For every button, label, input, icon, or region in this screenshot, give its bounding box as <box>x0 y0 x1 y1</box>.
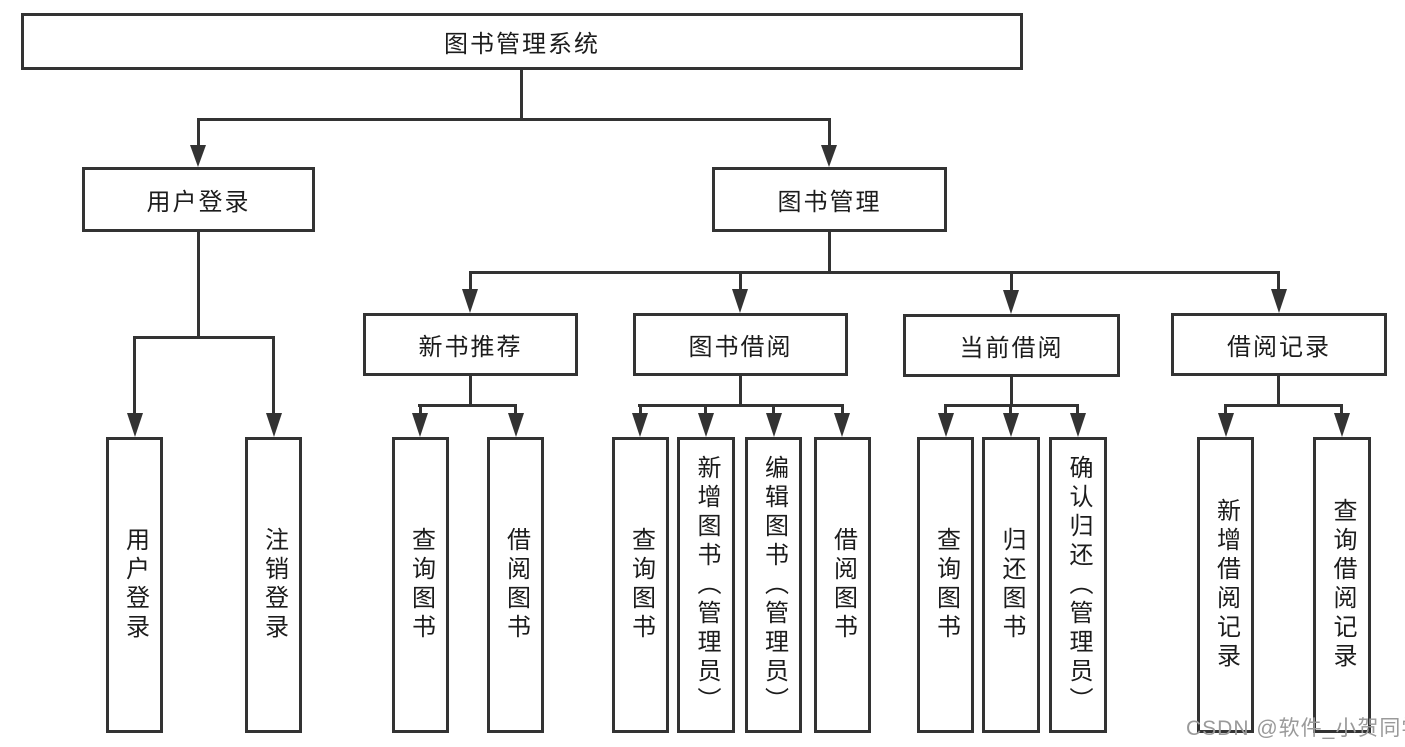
connector-arrowhead <box>1003 290 1019 314</box>
leaf-query-borrow-record: 查询借阅记录 <box>1313 437 1371 733</box>
connector-line <box>197 118 200 148</box>
connector-line <box>638 404 843 407</box>
leaf-recommend-query-books-label: 查询图书 <box>407 527 435 643</box>
node-book-borrow-label: 图书借阅 <box>688 334 793 361</box>
leaf-current-query-books-label: 查询图书 <box>932 527 960 643</box>
connector-line <box>1076 404 1079 416</box>
leaf-borrow-books-label: 借阅图书 <box>829 527 857 643</box>
leaf-edit-books-admin: 编辑图书（管理员） <box>745 437 802 733</box>
node-book-borrow: 图书借阅 <box>633 313 848 376</box>
connector-arrowhead <box>1070 413 1086 437</box>
connector-line <box>944 404 947 416</box>
csdn-watermark: CSDN @软件_小贺同学 <box>1186 717 1405 740</box>
connector-line <box>639 404 642 416</box>
leaf-borrow-query-books-label: 查询图书 <box>627 527 655 643</box>
node-borrow-records: 借阅记录 <box>1171 313 1387 376</box>
leaf-edit-books-admin-label: 编辑图书（管理员） <box>760 454 788 716</box>
connector-line <box>1010 377 1013 407</box>
connector-line <box>739 271 742 293</box>
connector-line <box>469 271 472 293</box>
connector-line <box>828 118 831 148</box>
connector-line <box>828 232 831 274</box>
leaf-recommend-borrow-books-label: 借阅图书 <box>502 527 530 643</box>
leaf-current-query-books: 查询图书 <box>917 437 974 733</box>
connector-line <box>133 336 136 416</box>
connector-line <box>739 376 742 407</box>
leaf-recommend-query-books: 查询图书 <box>392 437 449 733</box>
node-new-book-recommend-label: 新书推荐 <box>418 334 523 361</box>
node-current-borrow: 当前借阅 <box>903 314 1120 377</box>
leaf-add-books-admin-label: 新增图书（管理员） <box>693 454 720 716</box>
connector-line <box>272 336 275 416</box>
leaf-recommend-borrow-books: 借阅图书 <box>487 437 544 733</box>
connector-line <box>772 404 775 416</box>
connector-arrowhead <box>1218 413 1234 437</box>
connector-line <box>1224 404 1227 416</box>
connector-line <box>1009 404 1012 416</box>
leaf-return-books: 归还图书 <box>982 437 1040 733</box>
connector-line <box>418 404 517 407</box>
connector-arrowhead <box>834 413 850 437</box>
connector-line <box>469 271 1280 274</box>
leaf-add-borrow-record-label: 新增借阅记录 <box>1212 498 1240 672</box>
connector-line <box>1010 271 1013 293</box>
connector-line <box>197 118 831 121</box>
leaf-return-books-label: 归还图书 <box>998 527 1025 643</box>
connector-line <box>469 376 472 407</box>
connector-arrowhead <box>266 413 282 437</box>
connector-line <box>1277 376 1280 407</box>
node-borrow-records-label: 借阅记录 <box>1227 334 1331 361</box>
leaf-confirm-return-admin: 确认归还（管理员） <box>1049 437 1107 733</box>
node-current-borrow-label: 当前借阅 <box>959 335 1064 362</box>
leaf-add-books-admin: 新增图书（管理员） <box>677 437 735 733</box>
connector-line <box>1340 404 1343 416</box>
leaf-query-borrow-record-label: 查询借阅记录 <box>1329 498 1356 672</box>
leaf-user-login: 用户登录 <box>106 437 163 733</box>
connector-arrowhead <box>462 289 478 313</box>
node-new-book-recommend: 新书推荐 <box>363 313 578 376</box>
connector-arrowhead <box>1271 289 1287 313</box>
connector-line <box>419 404 422 416</box>
node-root-label: 图书管理系统 <box>444 31 600 58</box>
connector-arrowhead <box>732 289 748 313</box>
connector-arrowhead <box>508 413 524 437</box>
connector-line <box>1277 271 1280 293</box>
leaf-confirm-return-admin-label: 确认归还（管理员） <box>1065 454 1092 716</box>
connector-arrowhead <box>938 413 954 437</box>
connector-line <box>1224 404 1343 407</box>
connector-arrowhead <box>1334 413 1350 437</box>
connector-arrowhead <box>127 413 143 437</box>
connector-line <box>197 232 200 336</box>
connector-line <box>514 404 517 416</box>
connector-arrowhead <box>766 413 782 437</box>
connector-arrowhead <box>698 413 714 437</box>
leaf-borrow-query-books: 查询图书 <box>612 437 669 733</box>
connector-arrowhead <box>821 145 837 167</box>
leaf-logout-label: 注销登录 <box>260 527 288 643</box>
connector-line <box>520 70 523 118</box>
leaf-borrow-books: 借阅图书 <box>814 437 871 733</box>
node-book-management-label: 图书管理 <box>777 189 882 216</box>
connector-line <box>133 336 275 339</box>
connector-line <box>841 404 844 416</box>
leaf-add-borrow-record: 新增借阅记录 <box>1197 437 1254 733</box>
leaf-logout: 注销登录 <box>245 437 302 733</box>
connector-arrowhead <box>412 413 428 437</box>
connector-arrowhead <box>1003 413 1019 437</box>
node-book-management: 图书管理 <box>712 167 947 232</box>
connector-arrowhead <box>190 145 206 167</box>
connector-line <box>704 404 707 416</box>
connector-arrowhead <box>632 413 648 437</box>
node-user-login: 用户登录 <box>82 167 315 232</box>
node-user-login-label: 用户登录 <box>146 189 251 216</box>
node-root-library-system: 图书管理系统 <box>21 13 1023 70</box>
leaf-user-login-label: 用户登录 <box>121 527 149 643</box>
